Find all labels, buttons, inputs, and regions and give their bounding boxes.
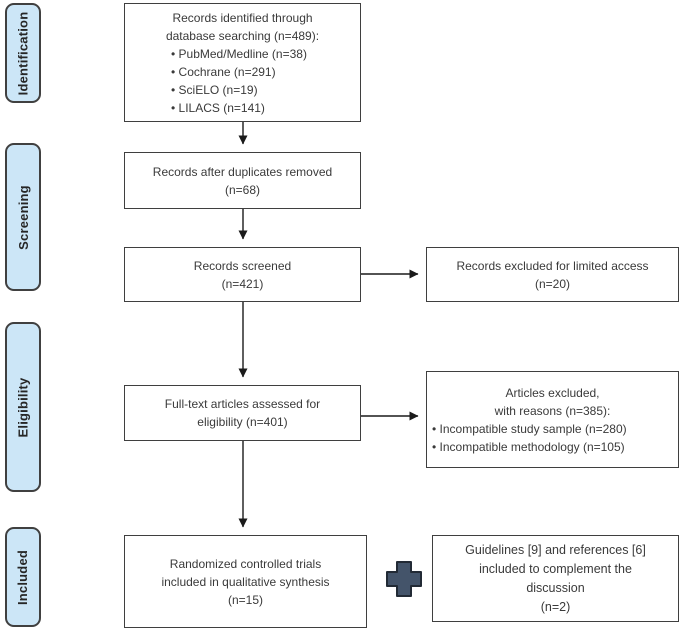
box-line: discussion xyxy=(526,580,585,595)
box-line: (n=15) xyxy=(227,592,264,607)
box-line: (n=421) xyxy=(221,276,264,291)
box-line: eligibility (n=401) xyxy=(197,415,288,429)
bullet-item: • Incompatible study sample (n=280) xyxy=(432,421,627,436)
box-excluded-with-reasons: Articles excluded, with reasons (n=385):… xyxy=(426,371,679,468)
bullet-list: • Incompatible study sample (n=280) • In… xyxy=(427,420,678,456)
box-guidelines-references: Guidelines [9] and references [6] includ… xyxy=(432,535,679,622)
box-line: Records identified through xyxy=(172,10,313,25)
box-line: Records excluded for limited access xyxy=(456,258,649,273)
stage-label: Screening xyxy=(15,184,31,250)
box-excluded-limited-access: Records excluded for limited access (n=2… xyxy=(426,247,679,302)
box-line: Records screened xyxy=(193,258,292,273)
box-line: with reasons (n=385): xyxy=(494,403,611,418)
bullet-item: • PubMed/Medline (n=38) xyxy=(171,46,307,61)
stage-label: Eligibility xyxy=(15,377,31,437)
box-records-identified: Records identified through database sear… xyxy=(124,3,361,122)
bullet-item: • Cochrane (n=291) xyxy=(171,64,276,79)
stage-label: Identification xyxy=(15,11,31,95)
stage-screening: Screening xyxy=(5,143,41,291)
box-line: included to complement the xyxy=(479,561,632,576)
stage-eligibility: Eligibility xyxy=(5,322,41,492)
bullet-item: • LILACS (n=141) xyxy=(171,100,265,115)
box-line: Randomized controlled trials xyxy=(169,556,322,571)
box-line: Guidelines [9] and references [6] xyxy=(465,542,646,557)
box-line: Records after duplicates removed xyxy=(152,164,333,179)
box-duplicates-removed: Records after duplicates removed (n=68) xyxy=(124,152,361,209)
box-line: (n=68) xyxy=(224,182,261,197)
box-line: included in qualitative synthesis xyxy=(161,574,330,589)
box-line: database searching (n=489): xyxy=(165,28,320,43)
box-line: (n=2) xyxy=(540,599,571,614)
box-rct-included: Randomized controlled trials included in… xyxy=(124,535,367,628)
bullet-item: • Incompatible methodology (n=105) xyxy=(432,439,625,454)
stage-label: Included xyxy=(15,549,31,605)
box-fulltext-assessed: Full-text articles assessed for eligibil… xyxy=(124,385,361,441)
box-line: Articles excluded, xyxy=(505,385,600,400)
plus-icon xyxy=(384,559,424,599)
bullet-list: • PubMed/Medline (n=38) • Cochrane (n=29… xyxy=(171,45,360,117)
box-line: (n=20) xyxy=(534,276,571,291)
box-line: Full-text articles assessed for xyxy=(164,397,321,411)
bullet-item: • SciELO (n=19) xyxy=(171,82,258,97)
stage-identification: Identification xyxy=(5,3,41,103)
stage-included: Included xyxy=(5,527,41,627)
box-records-screened: Records screened (n=421) xyxy=(124,247,361,302)
